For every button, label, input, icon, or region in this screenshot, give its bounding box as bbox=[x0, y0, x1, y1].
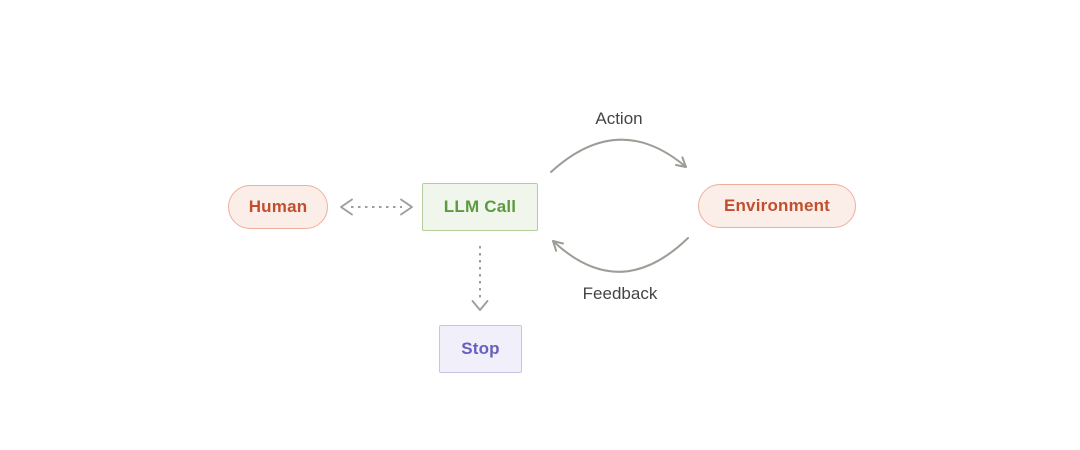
edge-label-action: Action bbox=[595, 109, 643, 128]
node-llm-call: LLM Call bbox=[422, 183, 538, 231]
feedback-arrow bbox=[552, 237, 689, 273]
node-environment: Environment bbox=[698, 184, 856, 228]
left-chevron-arrowhead-icon bbox=[340, 198, 353, 216]
node-stop-label: Stop bbox=[461, 339, 500, 358]
node-environment-label: Environment bbox=[723, 196, 831, 215]
node-llm-call-label: LLM Call bbox=[443, 197, 517, 216]
node-human-label: Human bbox=[248, 197, 308, 216]
edge-label-feedback: Feedback bbox=[582, 284, 658, 303]
node-stop: Stop bbox=[439, 325, 522, 373]
down-chevron-arrowhead-icon bbox=[471, 300, 489, 311]
action-arrow bbox=[550, 138, 687, 173]
right-chevron-arrowhead-icon bbox=[400, 198, 413, 216]
node-human: Human bbox=[228, 185, 328, 229]
